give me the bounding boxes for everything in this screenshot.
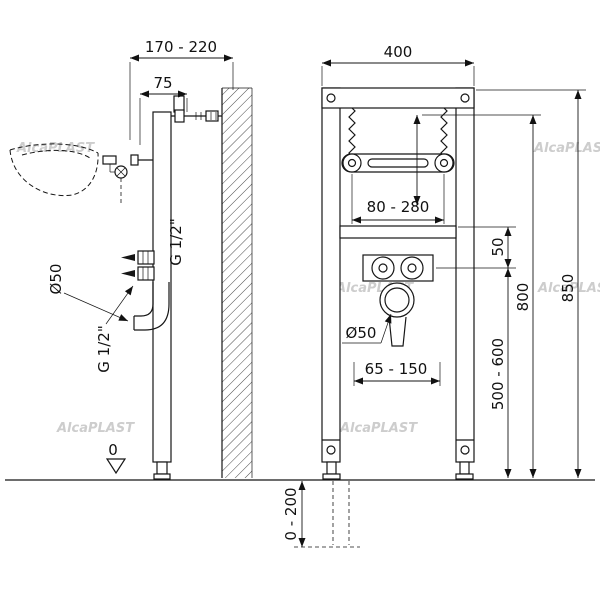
dim-depth-range-label: 170 - 220 <box>145 38 217 56</box>
drain-diameter-front-label: Ø50 <box>346 324 377 342</box>
washbasin-outline <box>9 143 99 197</box>
watermark: AlcaPLAST <box>56 421 135 436</box>
dimension-rod-offset: 75 <box>139 74 188 145</box>
drain-diameter-side: Ø50 <box>47 264 129 322</box>
drain-outlet <box>379 282 415 347</box>
drain-elbow <box>133 282 170 331</box>
mounting-frame-side <box>152 95 185 480</box>
watermark: AlcaPLAST <box>339 421 418 436</box>
dim-foot-adjust-label: 0 - 200 <box>282 487 300 540</box>
watermarks: AlcaPLAST AlcaPLAST AlcaPLAST AlcaPLAST … <box>16 141 600 436</box>
watermark: AlcaPLAST <box>537 281 600 296</box>
dim-water-height-label: 500 - 600 <box>489 338 507 410</box>
dimension-drain-offset: 65 - 150 <box>353 360 441 386</box>
tap-and-valve <box>102 154 153 205</box>
dimension-foot-adjust: 0 - 200 <box>282 481 360 548</box>
floor-datum-marker: 0 <box>105 441 127 475</box>
dimension-rail-to-water: 50 <box>489 227 512 268</box>
dim-bolt-height-label: 800 <box>514 283 532 312</box>
dimension-frame-height: 850 <box>559 90 582 478</box>
dimension-depth-range: 170 - 220 <box>129 38 234 140</box>
floor-datum-label: 0 <box>108 441 118 459</box>
drain-diameter-side-label: Ø50 <box>47 264 65 295</box>
watermark: AlcaPLAST <box>533 141 600 156</box>
thread-size-top-label: G 1/2" <box>167 218 185 265</box>
dimension-bolt-height: 800 <box>514 115 537 478</box>
dim-frame-width-label: 400 <box>384 43 413 61</box>
watermark: AlcaPLAST <box>16 141 95 156</box>
water-connections-side <box>121 250 155 281</box>
dimension-frame-width: 400 <box>321 43 475 86</box>
wall-section <box>221 87 253 478</box>
side-view: 0 170 - 220 75 G 1/2" Ø50 G 1/2" <box>9 38 253 480</box>
dim-frame-height-label: 850 <box>559 274 577 303</box>
dim-drain-offset-label: 65 - 150 <box>365 360 428 378</box>
dimension-water-height: 500 - 600 <box>489 268 512 478</box>
water-connections-front <box>362 254 434 282</box>
dim-rod-offset-label: 75 <box>153 74 172 92</box>
thread-size-bottom-label: G 1/2" <box>95 325 113 372</box>
front-view: 80 - 280 Ø50 65 - 150 <box>282 43 586 548</box>
basin-crossbar <box>341 153 455 173</box>
mounting-frame-front <box>321 87 475 480</box>
dimension-bolt-spacing: 80 - 280 <box>351 174 445 224</box>
thread-size-bottom: G 1/2" <box>95 285 134 373</box>
wall-fixing-rod <box>171 109 222 123</box>
dim-bolt-spacing-label: 80 - 280 <box>367 198 430 216</box>
threaded-rods <box>348 107 448 157</box>
dim-rail-to-water-label: 50 <box>489 237 507 256</box>
drain-diameter-front: Ø50 <box>342 313 392 344</box>
